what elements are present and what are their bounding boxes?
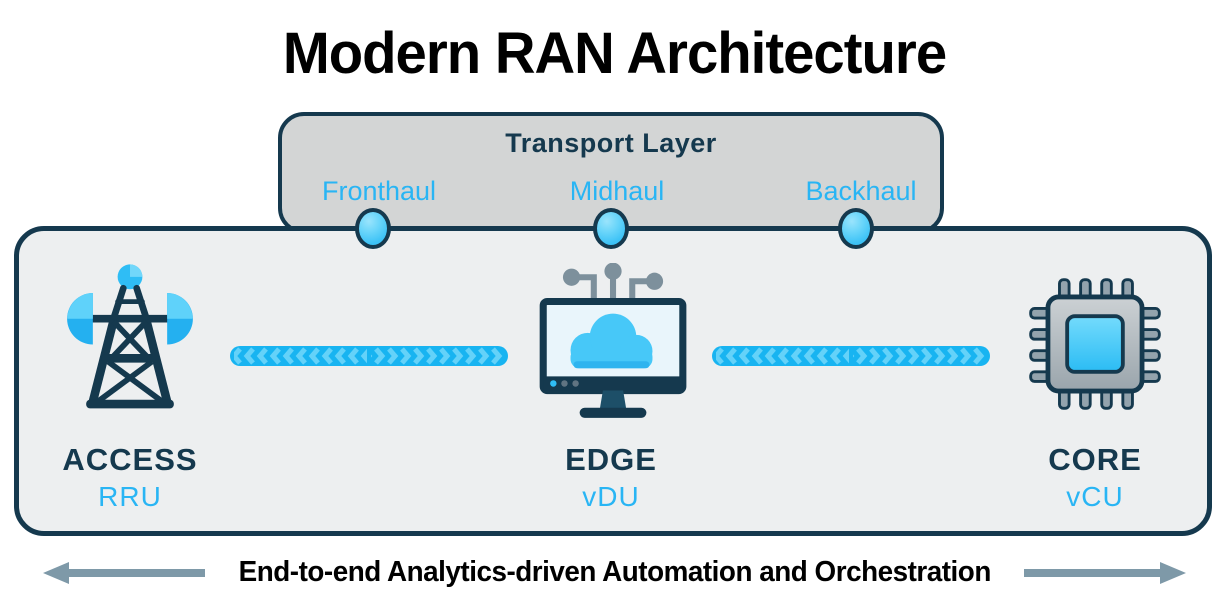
edge-node: EDGE vDU bbox=[511, 254, 711, 513]
access-node: ACCESS RRU bbox=[30, 254, 230, 513]
access-edge-connector-icon bbox=[230, 346, 508, 366]
footer-banner: End-to-end Analytics-driven Automation a… bbox=[0, 556, 1229, 589]
midhaul-connector-dot-icon bbox=[593, 208, 629, 249]
access-sublabel: RRU bbox=[98, 481, 162, 512]
cloud-monitor-icon bbox=[539, 263, 687, 418]
right-arrow-icon bbox=[1024, 561, 1187, 584]
edge-sublabel: vDU bbox=[582, 481, 640, 512]
chip-icon bbox=[1029, 278, 1161, 410]
core-node: CORE vCU bbox=[995, 254, 1195, 513]
edge-label: EDGE bbox=[565, 442, 657, 477]
core-label: CORE bbox=[1048, 442, 1142, 477]
core-icon-box bbox=[1023, 254, 1167, 434]
core-sublabel: vCU bbox=[1066, 481, 1124, 512]
page-title: Modern RAN Architecture bbox=[282, 21, 947, 86]
fronthaul-connector-dot-icon bbox=[355, 208, 391, 249]
transport-layer-title: Transport Layer bbox=[505, 128, 717, 158]
left-arrow-icon bbox=[42, 561, 205, 584]
backhaul-connector-dot-icon bbox=[838, 208, 874, 249]
edge-core-connector-icon bbox=[712, 346, 990, 366]
fronthaul-label: Fronthaul bbox=[321, 176, 437, 206]
backhaul-label: Backhaul bbox=[805, 176, 917, 206]
access-label: ACCESS bbox=[62, 442, 198, 477]
footer-label: End-to-end Analytics-driven Automation a… bbox=[238, 556, 991, 588]
cell-tower-icon bbox=[67, 264, 193, 409]
edge-icon-box bbox=[525, 254, 697, 434]
access-icon-box bbox=[49, 254, 211, 434]
midhaul-label: Midhaul bbox=[569, 176, 665, 206]
